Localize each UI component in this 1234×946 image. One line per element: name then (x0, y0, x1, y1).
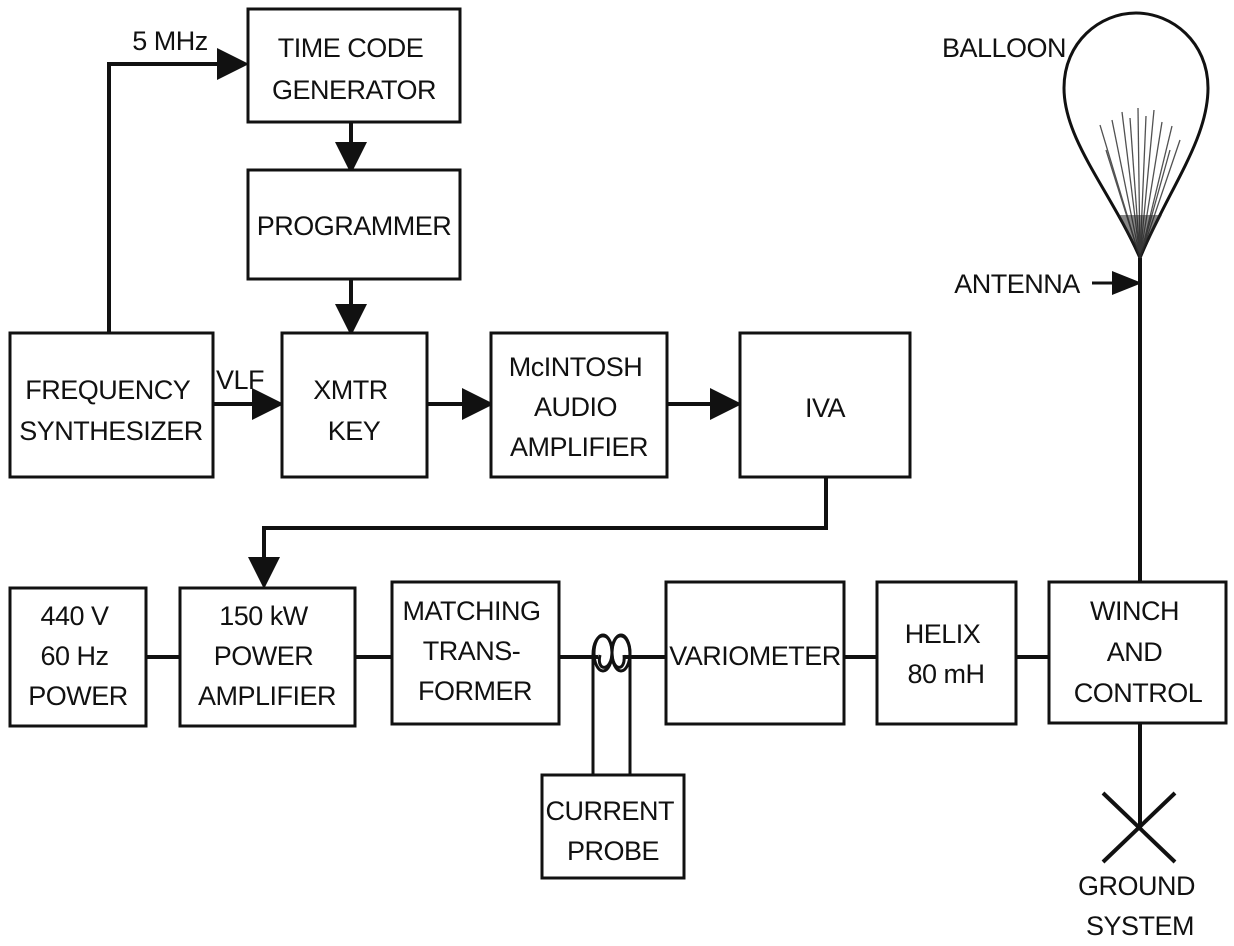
ground-system-label: GROUND SYSTEM (1078, 871, 1202, 941)
ground-symbol-icon (1101, 791, 1177, 864)
helix-block (875, 580, 1018, 726)
balloon-label: BALLOON (942, 33, 1066, 63)
iva-block (738, 331, 912, 479)
iva-label: IVA (805, 393, 846, 423)
winch-and-control-label: WINCH AND CONTROL (1074, 596, 1203, 708)
five-mhz-connection (107, 48, 249, 333)
current-probe-coil (591, 633, 632, 775)
mcintosh-audio-amplifier-block (489, 331, 669, 479)
power-amplifier-label: 150 kW POWER AMPLIFIER (198, 601, 336, 711)
current-probe-label: CURRENT PROBE (545, 796, 680, 866)
programmer-label: PROGRAMMER (257, 211, 452, 241)
frequency-synthesizer-block (8, 331, 215, 479)
power-440v-block (8, 586, 148, 728)
power-440v-label: 440 V 60 Hz POWER (28, 601, 128, 711)
helix-label: HELIX 80 mH (905, 619, 988, 689)
xmtr-key-label: XMTR KEY (313, 375, 395, 446)
current-probe-block (540, 773, 686, 880)
variometer-block (664, 580, 846, 726)
vlf-label: VLF (216, 365, 264, 395)
five-mhz-label: 5 MHz (132, 26, 208, 56)
xmtr-key-block (280, 331, 429, 479)
iva-to-amplifier-connection (248, 477, 828, 589)
variometer-label: VARIOMETER (669, 641, 841, 671)
balloon-icon (1062, 11, 1210, 262)
matching-transformer-label: MATCHING TRANS- FORMER (402, 596, 547, 706)
power-amplifier-block (178, 586, 357, 728)
mcintosh-audio-amplifier-label: McINTOSH AUDIO AMPLIFIER (509, 352, 650, 462)
programmer-block (246, 168, 462, 281)
frequency-synthesizer-label: FREQUENCY SYNTHESIZER (19, 375, 203, 446)
time-code-generator-block (246, 7, 462, 124)
antenna-label: ANTENNA (954, 269, 1080, 299)
winch-and-control-block (1047, 580, 1228, 725)
matching-transformer-block (390, 580, 561, 726)
time-code-generator-label: TIME CODE GENERATOR (272, 33, 436, 105)
